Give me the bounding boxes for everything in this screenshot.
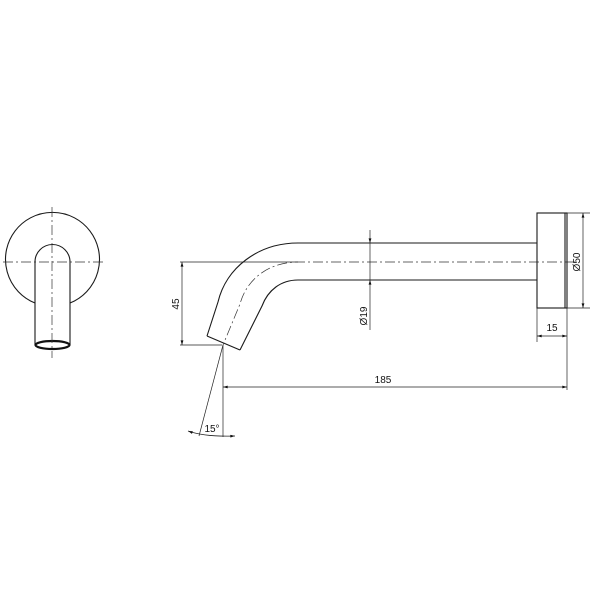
pipe-centerline — [222, 261, 575, 346]
dim-label-185: 185 — [375, 375, 392, 386]
front-view — [3, 207, 103, 358]
pipe-outer-edge — [206, 242, 537, 337]
dimension-projection-length: 185 — [222, 345, 567, 437]
front-flange-circle — [4, 211, 101, 304]
dim-label-15: 15 — [546, 323, 558, 334]
dim-label-flange-diameter: Ø50 — [572, 252, 583, 271]
side-view — [206, 212, 575, 351]
dim-label-angle: 15° — [204, 424, 219, 435]
dim-label-pipe-diameter: Ø19 — [359, 306, 370, 325]
front-stem — [34, 243, 71, 345]
dimension-outlet-angle: 15° — [187, 344, 236, 438]
pipe-inner-edge — [239, 279, 537, 351]
dimension-drop-height: 45 — [171, 261, 298, 346]
dimension-flange-depth: 15 — [536, 308, 568, 390]
front-outlet-ellipse — [34, 339, 71, 351]
dimension-pipe-diameter: Ø19 — [359, 230, 372, 330]
dim-label-45: 45 — [171, 298, 182, 310]
dimension-flange-diameter: Ø50 — [567, 212, 590, 309]
wall-flange — [536, 212, 568, 309]
